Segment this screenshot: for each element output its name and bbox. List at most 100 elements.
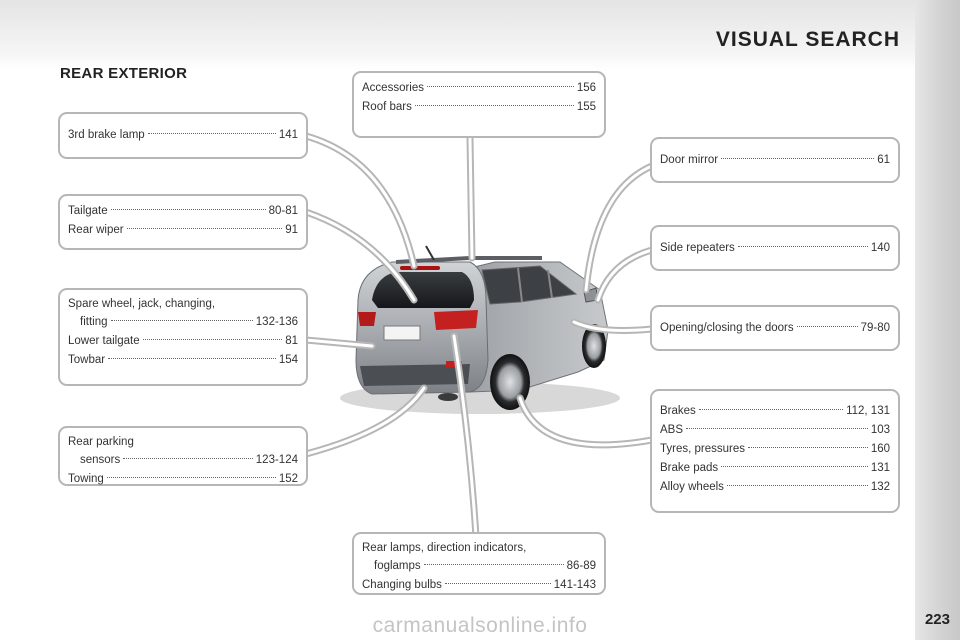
leader-dots: [108, 358, 276, 359]
callout-brake-lamp: 3rd brake lamp 141: [58, 112, 308, 159]
rear-bumper: [360, 364, 470, 386]
leader-dots: [721, 158, 875, 159]
leader-lines: [302, 132, 656, 541]
entry-label: ABS: [660, 424, 684, 436]
index-entry[interactable]: Tailgate 80-81: [68, 202, 298, 221]
leader-dots: [698, 409, 844, 410]
page-reference: 79-80: [860, 322, 890, 334]
entry-label: Opening/closing the doors: [660, 322, 794, 334]
page-edge-band: [915, 0, 960, 640]
callout-opening-doors: Opening/closing the doors 79-80: [650, 305, 900, 351]
leader-dots: [423, 564, 564, 565]
tail-lamp-right: [434, 310, 478, 330]
index-entry[interactable]: Tyres, pressures 160: [660, 440, 890, 459]
entry-label: fitting: [80, 316, 108, 328]
index-entry[interactable]: Roof bars 155: [362, 98, 596, 117]
index-entry[interactable]: Opening/closing the doors 79-80: [660, 319, 890, 338]
page-reference: 154: [278, 354, 298, 366]
third-brake-lamp: [400, 266, 440, 270]
tail-lamp-left: [358, 312, 376, 326]
callout-tailgate: Tailgate 80-81 Rear wiper 91: [58, 194, 308, 250]
page-reference: 152: [278, 473, 298, 485]
page-reference: 123-124: [255, 454, 298, 466]
entry-continuation: sensors 123-124: [68, 451, 298, 470]
page-reference: 141: [278, 129, 298, 141]
exhaust: [438, 393, 458, 401]
index-entry[interactable]: Rear lamps, direction indicators, foglam…: [362, 540, 596, 576]
leader-dots: [427, 86, 574, 87]
page-reference: 61: [877, 154, 890, 166]
entry-label: Towbar: [68, 354, 106, 366]
page-reference: 140: [870, 242, 890, 254]
index-entry[interactable]: Towbar 154: [68, 351, 298, 370]
callout-rear-parking: Rear parking sensors 123-124 Towing 152: [58, 426, 308, 486]
entry-label: Tailgate: [68, 205, 108, 217]
entry-label: Roof bars: [362, 101, 412, 113]
leader-dots: [721, 466, 868, 467]
entry-label: Rear lamps, direction indicators,: [362, 542, 527, 554]
page-reference: 132: [870, 481, 890, 493]
page-reference: 141-143: [553, 579, 596, 591]
leader-dots: [726, 485, 868, 486]
entry-label: Towing: [68, 473, 104, 485]
leader-dots: [106, 477, 276, 478]
leader-dots: [110, 320, 253, 321]
page-reference: 80-81: [268, 205, 298, 217]
entry-label: Spare wheel, jack, changing,: [68, 298, 216, 310]
leader-dots: [414, 105, 574, 106]
leader-dots: [748, 447, 868, 448]
index-entry[interactable]: Rear wiper 91: [68, 221, 298, 240]
entry-label: Tyres, pressures: [660, 443, 745, 455]
page-reference: 156: [576, 82, 596, 94]
index-entry[interactable]: Accessories 156: [362, 79, 596, 98]
page-reference: 81: [285, 335, 298, 347]
entry-label: Brake pads: [660, 462, 719, 474]
index-entry[interactable]: Lower tailgate 81: [68, 332, 298, 351]
page-number: 223: [924, 611, 950, 628]
leader-dots: [686, 428, 868, 429]
section-title: REAR EXTERIOR: [60, 65, 188, 82]
leader-dots: [126, 228, 283, 229]
callout-accessories: Accessories 156 Roof bars 155: [352, 71, 606, 138]
entry-label: Rear wiper: [68, 224, 124, 236]
entry-label: Side repeaters: [660, 242, 735, 254]
page-title: VISUAL SEARCH: [715, 28, 900, 51]
index-entry[interactable]: Side repeaters 140: [660, 239, 890, 258]
leader-dots: [444, 583, 551, 584]
license-plate: [383, 325, 421, 341]
entry-label: 3rd brake lamp: [68, 129, 145, 141]
index-entry[interactable]: 3rd brake lamp 141: [68, 126, 298, 145]
index-entry[interactable]: Rear parking sensors 123-124: [68, 434, 298, 470]
index-entry[interactable]: Towing 152: [68, 470, 298, 489]
leader-dots: [796, 326, 858, 327]
page-reference: 155: [576, 101, 596, 113]
index-entry[interactable]: ABS 103: [660, 421, 890, 440]
leader-dots: [110, 209, 266, 210]
rear-window: [372, 272, 474, 308]
entry-label: Rear parking: [68, 436, 134, 448]
entry-label: foglamps: [374, 560, 421, 572]
page-reference: 160: [870, 443, 890, 455]
page-reference: 103: [870, 424, 890, 436]
leader-dots: [147, 133, 276, 134]
watermark: carmanualsonline.info: [372, 614, 588, 637]
leader-dots: [123, 458, 253, 459]
entry-label: sensors: [80, 454, 121, 466]
leader-dots: [142, 339, 283, 340]
leader-dots: [737, 246, 868, 247]
callout-rear-lamps: Rear lamps, direction indicators, foglam…: [352, 532, 606, 595]
entry-label: Lower tailgate: [68, 335, 140, 347]
entry-label: Accessories: [362, 82, 424, 94]
callout-side-repeaters: Side repeaters 140: [650, 225, 900, 271]
page-reference: 91: [285, 224, 298, 236]
